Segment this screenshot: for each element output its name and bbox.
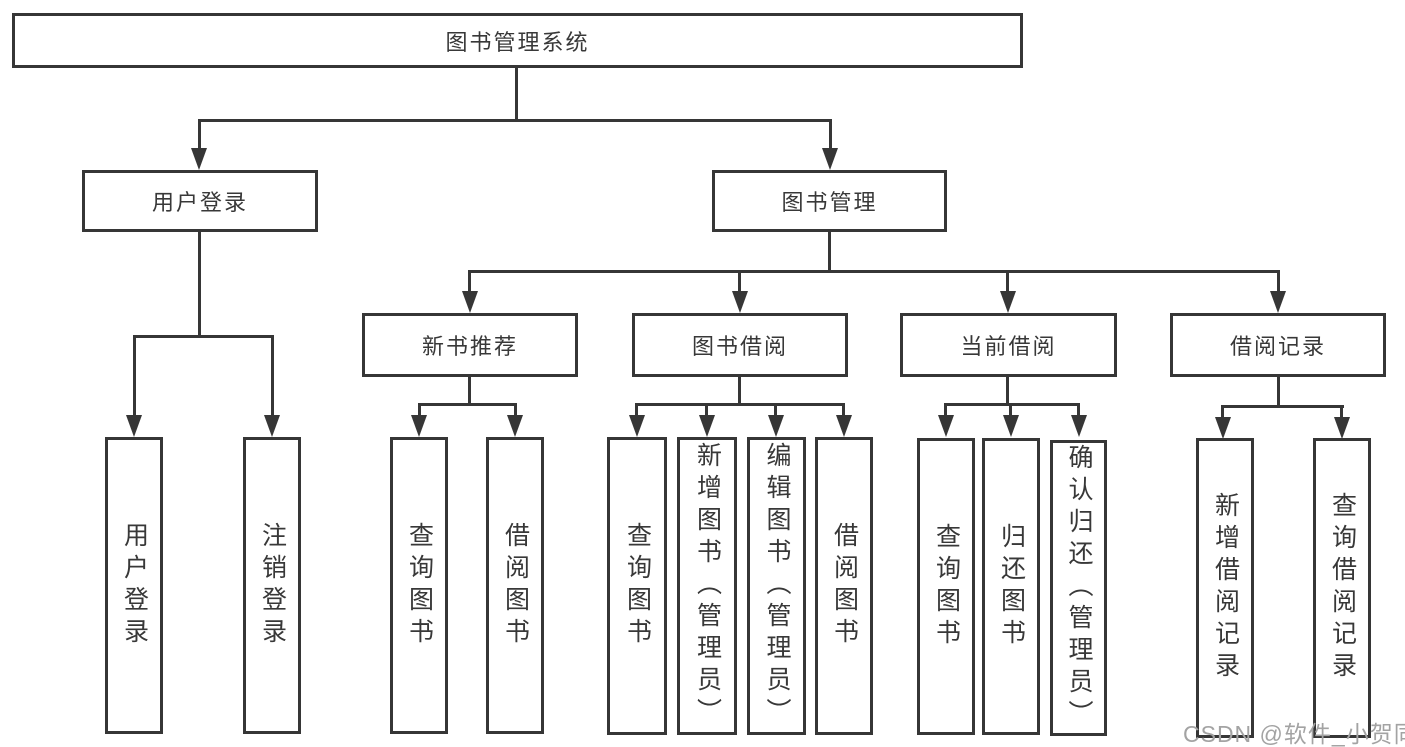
connector-line [198,119,832,122]
leaf-label: 查询图书 [405,521,434,650]
connector-line [738,377,741,406]
connector-line [635,403,638,417]
connector-line [468,270,1280,273]
arrowhead-down-icon [462,291,478,313]
arrowhead-down-icon [1270,291,1286,313]
connector-line [944,403,947,417]
leaf-label: 归还图书 [997,522,1026,651]
arrowhead-down-icon [1215,417,1231,439]
connector-line [1006,377,1009,406]
node-label: 当前借阅 [960,334,1057,359]
node-book-management: 图书管理 [712,170,947,232]
leaf-confirm-return-admin: 确认归还（管理员） [1050,440,1107,736]
node-user-login: 用户登录 [82,170,318,232]
leaf-add-books-admin: 新增图书（管理员） [677,437,737,735]
connector-line [635,403,845,406]
arrowhead-down-icon [1003,415,1019,437]
leaf-return-books: 归还图书 [982,438,1040,735]
arrowhead-down-icon [1334,417,1350,439]
leaf-query-books: 查询图书 [917,438,975,735]
connector-line [738,270,741,293]
connector-line [418,403,517,406]
leaf-label: 查询借阅记录 [1328,492,1357,684]
connector-line [515,68,518,122]
connector-line [1277,377,1280,408]
connector-line [705,403,708,417]
leaf-query-books: 查询图书 [390,437,448,734]
connector-line [468,377,471,406]
arrowhead-down-icon [264,415,280,437]
arrowhead-down-icon [629,415,645,437]
arrowhead-down-icon [822,148,838,170]
arrowhead-down-icon [191,148,207,170]
connector-line [1277,270,1280,293]
connector-line [829,119,832,150]
leaf-logout: 注销登录 [243,437,301,734]
connector-line [1221,405,1224,418]
leaf-query-books: 查询图书 [607,437,667,735]
leaf-borrow-books: 借阅图书 [486,437,544,734]
arrowhead-down-icon [1000,291,1016,313]
arrowhead-down-icon [126,415,142,437]
leaf-user-login: 用户登录 [105,437,163,734]
node-book-borrow: 图书借阅 [632,313,848,377]
node-label: 图书管理系统 [445,29,590,55]
connector-line [1009,403,1012,417]
connector-line [133,335,274,338]
leaf-label: 查询图书 [932,522,961,651]
leaf-label: 借阅图书 [501,521,530,650]
connector-line [774,403,777,417]
node-label: 图书管理 [781,190,878,215]
node-label: 借阅记录 [1229,334,1326,359]
leaf-label: 查询图书 [623,522,652,650]
arrowhead-down-icon [938,415,954,437]
connector-line [468,270,471,293]
node-label: 用户登录 [151,190,248,215]
leaf-label: 确认归还（管理员） [1065,444,1093,732]
connector-line [945,403,1080,406]
node-label: 图书借阅 [691,334,788,359]
leaf-label: 用户登录 [120,521,149,650]
connector-line [1006,270,1009,293]
arrowhead-down-icon [507,415,523,437]
node-label: 新书推荐 [421,334,518,359]
leaf-borrow-books: 借阅图书 [815,437,873,735]
leaf-edit-books-admin: 编辑图书（管理员） [747,437,806,735]
node-root-library-system: 图书管理系统 [12,13,1023,68]
connector-line [418,403,421,417]
leaf-label: 新增借阅记录 [1211,492,1240,684]
node-borrow-records: 借阅记录 [1170,313,1386,377]
leaf-label: 编辑图书（管理员） [763,442,791,730]
node-new-book-recommend: 新书推荐 [362,313,578,377]
connector-line [1222,405,1344,408]
connector-line [842,403,845,417]
connector-line [514,403,517,417]
leaf-add-borrow-record: 新增借阅记录 [1196,438,1254,738]
node-current-borrow: 当前借阅 [900,313,1117,377]
connector-line [1340,405,1343,418]
leaf-label: 借阅图书 [830,522,859,650]
csdn-watermark: CSDN @软件_小贺同学 [1183,721,1405,747]
arrowhead-down-icon [1071,415,1087,437]
connector-line [198,232,201,338]
connector-line [1077,403,1080,417]
connector-line [133,335,136,417]
arrowhead-down-icon [768,415,784,437]
leaf-query-borrow-record: 查询借阅记录 [1313,438,1371,738]
arrowhead-down-icon [411,415,427,437]
arrowhead-down-icon [732,291,748,313]
connector-line [271,335,274,417]
arrowhead-down-icon [836,415,852,437]
arrowhead-down-icon [699,415,715,437]
leaf-label: 注销登录 [258,521,287,650]
leaf-label: 新增图书（管理员） [693,442,722,730]
connector-line [198,119,201,150]
connector-line [828,232,831,273]
